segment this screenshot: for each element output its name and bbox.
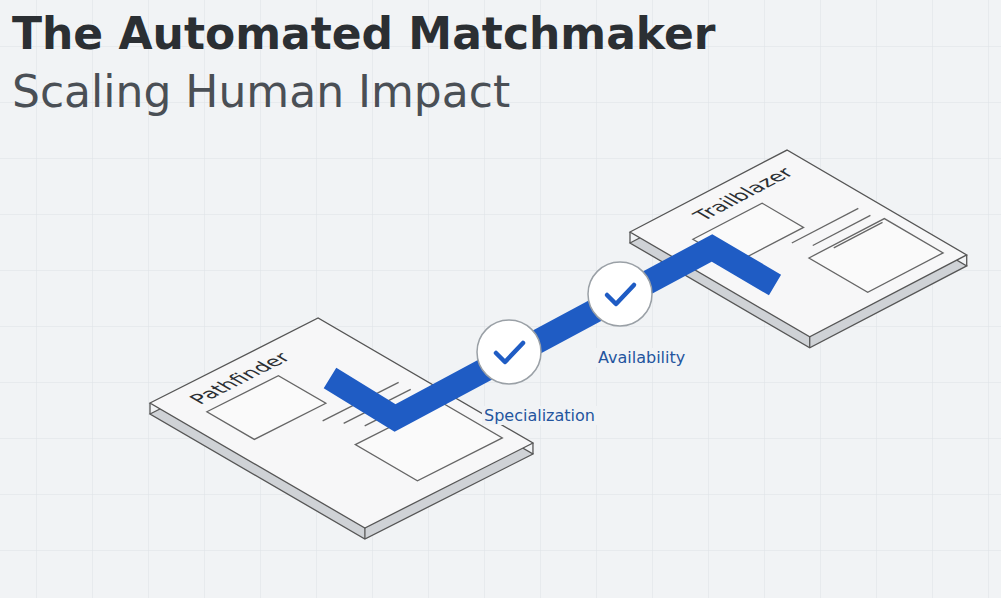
title: The Automated Matchmaker: [12, 8, 715, 59]
caption: Scaling Human Impact: [12, 66, 510, 117]
card-shape: [140, 308, 502, 548]
check-badge: [588, 262, 652, 326]
criterion-label: Specialization: [482, 406, 597, 425]
profile-card: Trailblazer: [622, 138, 977, 360]
profile-card: Pathfinder: [140, 308, 502, 548]
criterion-label: Availability: [596, 348, 687, 367]
card-shape: [622, 138, 977, 360]
check-badge: [477, 320, 541, 384]
